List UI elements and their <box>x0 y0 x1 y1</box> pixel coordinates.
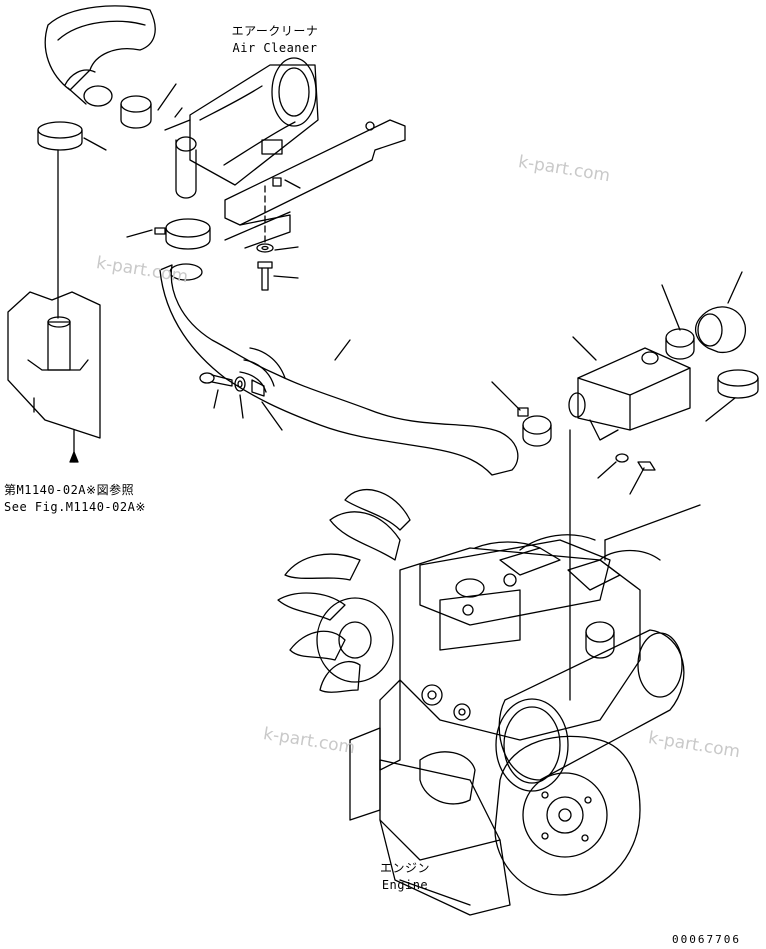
flywheel-housing <box>494 735 641 896</box>
clamp-upper-right <box>661 284 695 360</box>
see-figure-label-jp: 第M1140-02A※図参照 <box>4 483 135 497</box>
muffler <box>495 629 685 792</box>
washer-and-bolt <box>256 243 299 291</box>
support-bracket-left <box>7 291 101 463</box>
engine-label-jp: エンジン <box>379 861 430 875</box>
oil-pan <box>379 819 511 916</box>
air-cleaner-label-en: Air Cleaner <box>232 41 318 55</box>
drawing-number: 00067706 <box>672 933 741 946</box>
engine-block <box>349 429 701 861</box>
main-intake-hose <box>159 263 519 476</box>
hose-clamp-middle <box>126 218 211 250</box>
cooling-fan <box>277 489 411 693</box>
intake-duct <box>568 336 691 441</box>
see-figure-label-en: See Fig.M1140-02A※ <box>4 500 146 514</box>
elbow-hose <box>694 271 747 354</box>
duct-washer-and-bolt <box>597 453 656 495</box>
engine-label-en: Engine <box>381 878 429 892</box>
bolt-washer-bracket-set <box>199 372 283 431</box>
hose-clamp-lower <box>491 381 552 447</box>
hose-clamp-top <box>120 83 177 129</box>
clamp-right <box>705 369 759 422</box>
upper-intake-hose <box>44 5 156 107</box>
air-cleaner-bracket <box>224 119 406 249</box>
air-cleaner-assembly <box>164 57 319 199</box>
hose-clamp-left <box>37 121 107 319</box>
air-cleaner-label-jp: エアークリーナ <box>231 24 319 38</box>
